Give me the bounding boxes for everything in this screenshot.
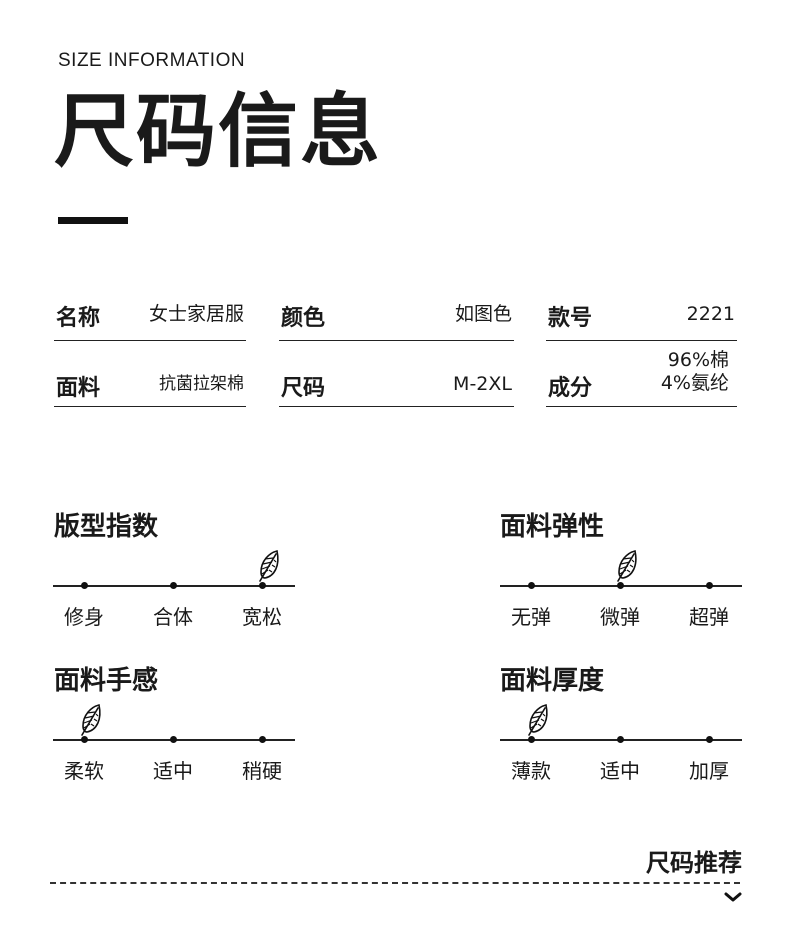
scale-option-label: 适中	[153, 759, 193, 783]
scale-fit: 修身 合体 宽松	[53, 550, 295, 629]
spec-name-cell: 名称 女士家居服	[54, 296, 246, 341]
scale-option-label: 适中	[600, 759, 640, 783]
scale-handfeel: 柔软 适中 稍硬	[53, 704, 295, 783]
spec-composition-cell: 成分 96%棉 4%氨纶	[546, 346, 737, 407]
chevron-down-icon[interactable]	[722, 890, 744, 904]
scale-dot	[705, 582, 713, 589]
eyebrow-label: SIZE INFORMATION	[58, 50, 246, 71]
scale-option-label: 宽松	[242, 605, 282, 629]
scale-option-label: 无弹	[511, 605, 551, 629]
scale-option-label: 加厚	[689, 759, 729, 783]
composition-line: 4%氨纶	[660, 371, 729, 394]
scale-title-elasticity: 面料弹性	[500, 512, 605, 542]
scale-title-handfeel: 面料手感	[54, 666, 159, 696]
feather-icon	[611, 548, 641, 584]
scale-option-label: 柔软	[64, 759, 104, 783]
scale-option-label: 微弹	[600, 605, 640, 629]
composition-line: 96%棉	[667, 349, 729, 371]
scale-dot	[527, 736, 535, 743]
scale-dot	[705, 736, 713, 743]
scale-title-thickness: 面料厚度	[500, 666, 605, 696]
spec-key: 尺码	[281, 376, 326, 401]
scale-dot	[616, 736, 624, 743]
spec-color-cell: 颜色 如图色	[279, 296, 514, 341]
spec-size-cell: 尺码 M-2XL	[279, 346, 514, 407]
scale-thickness: 薄款 适中 加厚	[500, 704, 742, 783]
dashed-divider	[50, 882, 740, 884]
spec-value: 如图色	[454, 303, 512, 325]
scale-option-label: 稍硬	[242, 759, 282, 783]
feather-icon	[522, 702, 552, 738]
title-underline	[58, 217, 128, 224]
scale-option-label: 薄款	[511, 759, 551, 783]
spec-value: 2221	[686, 303, 735, 325]
scale-option-label: 超弹	[689, 605, 729, 629]
size-recommend-title: 尺码推荐	[646, 849, 742, 877]
spec-value: 女士家居服	[148, 303, 244, 325]
spec-key: 名称	[56, 306, 101, 331]
spec-key: 面料	[56, 376, 101, 401]
scale-title-fit: 版型指数	[54, 512, 159, 542]
page-title: 尺码信息	[54, 85, 382, 178]
scale-dot	[80, 736, 88, 743]
spec-key: 款号	[548, 306, 593, 331]
scale-dot	[616, 582, 624, 589]
scale-option-label: 修身	[64, 605, 104, 629]
scale-dot	[527, 582, 535, 589]
feather-icon	[75, 702, 105, 738]
spec-key: 成分	[548, 376, 593, 401]
scale-dot	[169, 736, 177, 743]
spec-style-no-cell: 款号 2221	[546, 296, 737, 341]
spec-value: 抗菌拉架棉	[159, 374, 244, 394]
scale-dot	[258, 736, 266, 743]
spec-fabric-cell: 面料 抗菌拉架棉	[54, 346, 246, 407]
scale-elasticity: 无弹 微弹 超弹	[500, 550, 742, 629]
scale-option-label: 合体	[153, 605, 193, 629]
scale-dot	[80, 582, 88, 589]
spec-key: 颜色	[281, 306, 326, 331]
feather-icon	[253, 548, 283, 584]
spec-value: M-2XL	[453, 373, 512, 395]
scale-dot	[169, 582, 177, 589]
spec-value: 96%棉 4%氨纶	[661, 349, 729, 395]
scale-dot	[258, 582, 266, 589]
